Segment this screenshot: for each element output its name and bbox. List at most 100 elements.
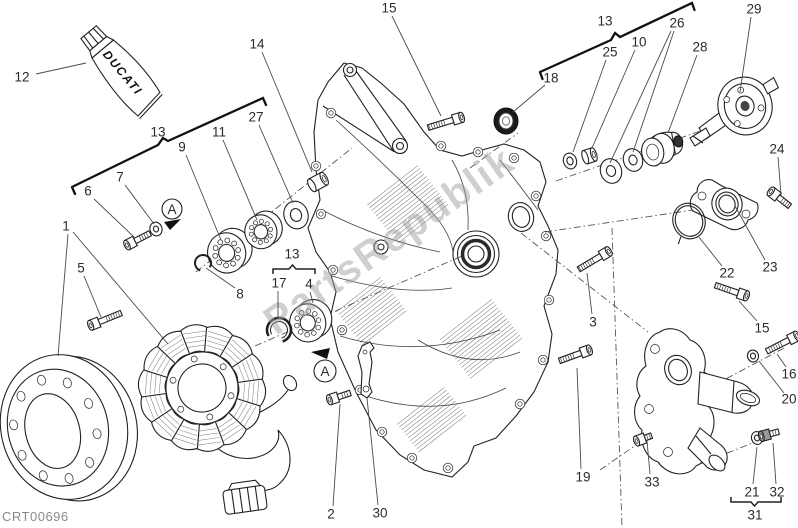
- cover-opening: [507, 202, 535, 232]
- callout-13: 13: [150, 125, 165, 140]
- callout-22: 22: [719, 266, 734, 281]
- bolt-24: [766, 186, 793, 210]
- leader-line: [667, 54, 698, 134]
- bolt-3: [576, 246, 613, 273]
- callout-28: 28: [692, 40, 707, 55]
- washer-20: [746, 349, 760, 363]
- bolt-19: [557, 344, 594, 365]
- lever-30: [357, 341, 375, 399]
- view-direction-arrow-icon: [311, 348, 330, 359]
- cover-eyelet: [391, 137, 409, 155]
- callout-9: 9: [178, 140, 186, 155]
- callout-31: 31: [747, 508, 762, 523]
- leader-line: [222, 139, 258, 221]
- bearing-11: [244, 210, 283, 250]
- catalog-code: CRT00696: [2, 509, 69, 524]
- callout-14: 14: [249, 37, 265, 52]
- view-direction-arrow-icon: [164, 219, 181, 230]
- leader-line: [752, 446, 758, 485]
- callout-7: 7: [116, 170, 124, 185]
- callout-15: 15: [754, 321, 769, 336]
- callout-6: 6: [84, 184, 92, 199]
- bolt-5: [87, 309, 124, 331]
- callout-19: 19: [575, 470, 590, 485]
- callout-13: 13: [284, 247, 299, 262]
- bracket-31: [730, 497, 782, 508]
- leader-line: [697, 235, 723, 267]
- detail-marker-a-bottom: A: [311, 348, 337, 383]
- wire-grommet: [282, 374, 298, 392]
- leader-line: [777, 156, 782, 196]
- callout-8: 8: [236, 287, 244, 302]
- callout-23: 23: [762, 260, 777, 275]
- leader-line: [57, 233, 69, 357]
- callout-27: 27: [248, 110, 263, 125]
- leader-line: [758, 360, 785, 394]
- leader-line: [83, 275, 102, 318]
- leader-line: [72, 231, 169, 345]
- ring-25: [562, 152, 578, 170]
- leader-line: [309, 291, 314, 304]
- bearing-4: [289, 299, 333, 343]
- cover-bearing-boss: [452, 230, 500, 278]
- leader-line: [391, 15, 442, 117]
- leader-line: [739, 16, 752, 93]
- circlip-8: [194, 254, 213, 272]
- detail-marker-letter: A: [320, 364, 329, 379]
- callout-5: 5: [77, 261, 85, 276]
- bolt-15-top: [426, 111, 466, 131]
- bracket-13-center: [272, 263, 316, 274]
- bolt-2: [325, 389, 352, 406]
- callout-11: 11: [212, 125, 226, 140]
- callout-18: 18: [543, 71, 558, 86]
- callout-25: 25: [602, 45, 617, 60]
- group-brackets: [70, 1, 782, 508]
- leader-line: [366, 397, 379, 506]
- callout-17: 17: [271, 276, 286, 291]
- flywheel-rotor: [0, 354, 138, 502]
- flange-23: [689, 179, 759, 231]
- washer-26b: [622, 148, 644, 172]
- parts-layer: DUCATI: [0, 24, 798, 515]
- bolt-6: [123, 230, 153, 251]
- callout-1: 1: [62, 219, 70, 234]
- callout-30: 30: [372, 506, 387, 521]
- leader-line: [35, 62, 87, 75]
- detail-marker-a-top: A: [161, 198, 183, 230]
- washer-26a: [599, 158, 623, 184]
- leader-line: [609, 30, 672, 164]
- leader-line: [258, 124, 294, 204]
- bracket-13-right: [538, 1, 696, 81]
- detail-marker-letter: A: [167, 202, 176, 217]
- water-pump-impeller: [689, 76, 780, 147]
- plug-32: [757, 428, 781, 443]
- leader-line: [572, 59, 607, 153]
- callout-21: 21: [744, 485, 759, 500]
- water-pump-housing: [634, 328, 761, 475]
- washer-7: [149, 221, 163, 237]
- callout-24: 24: [769, 142, 785, 157]
- grommet-18: [493, 107, 519, 135]
- leader-line: [734, 205, 766, 261]
- plug-33: [632, 432, 654, 447]
- bolt-15-right: [713, 281, 751, 302]
- leader-line: [646, 440, 651, 475]
- bracket-13-left: [70, 96, 268, 196]
- circlip-17-inner: [270, 321, 288, 339]
- callout-15: 15: [381, 1, 396, 16]
- sealant-tube: DUCATI: [80, 24, 163, 119]
- bolt-16: [764, 330, 798, 355]
- callout-2: 2: [327, 507, 335, 522]
- callout-12: 12: [14, 70, 29, 85]
- leader-line: [185, 154, 222, 241]
- wiring-connector: [222, 479, 268, 515]
- callout-32: 32: [769, 485, 784, 500]
- stator-assembly: [137, 324, 267, 452]
- callout-13: 13: [597, 14, 612, 29]
- leader-line: [576, 367, 582, 470]
- spacer-14: [307, 171, 329, 193]
- leader-line: [772, 442, 777, 485]
